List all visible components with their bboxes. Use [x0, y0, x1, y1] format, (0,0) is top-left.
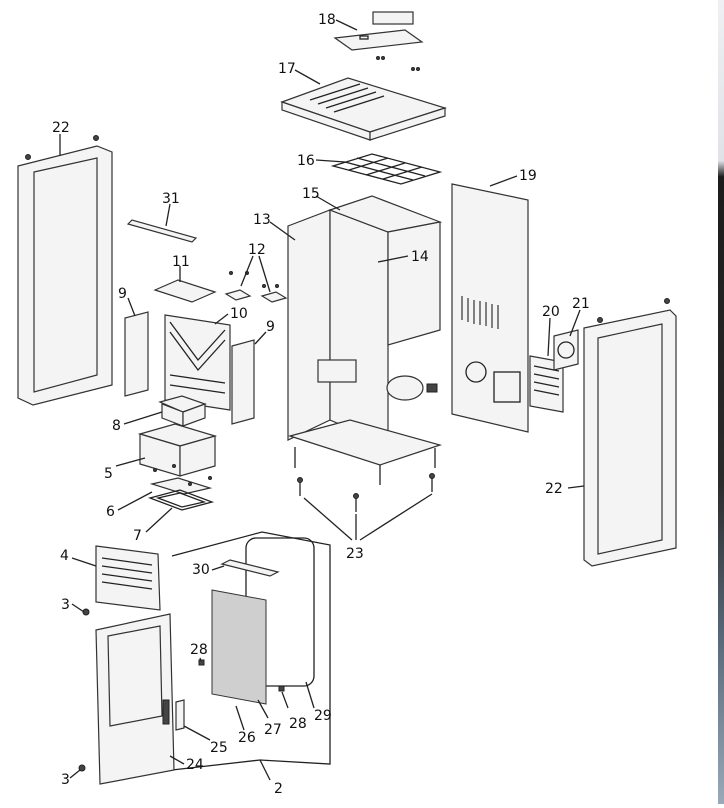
- part-4-front-grille: [95, 545, 161, 611]
- part-12-gaskets: [224, 271, 288, 303]
- callout-25: 25: [210, 740, 228, 756]
- callout-27: 27: [264, 722, 282, 738]
- callout-3-bottom: 3: [61, 772, 70, 788]
- part-23-screws: [297, 473, 435, 512]
- part-28-clips: [198, 659, 285, 692]
- callout-28-right: 28: [289, 716, 307, 732]
- part-6-plate: [149, 464, 213, 495]
- callout-18: 18: [318, 12, 336, 28]
- part-15-main-body: [287, 195, 443, 485]
- callout-14: 14: [411, 249, 429, 265]
- callout-4: 4: [60, 548, 69, 564]
- part-25-hinge: [175, 699, 185, 731]
- callout-5: 5: [104, 466, 113, 482]
- callout-6: 6: [106, 504, 115, 520]
- callout-31: 31: [162, 191, 180, 207]
- callout-19: 19: [519, 168, 537, 184]
- part-7-gasket: [147, 489, 215, 511]
- callout-2: 2: [274, 781, 283, 797]
- part-5-ash-box: [137, 423, 218, 477]
- part-3-screws: [78, 608, 90, 772]
- callout-12: 12: [248, 242, 266, 258]
- callout-20: 20: [542, 304, 560, 320]
- part-17-top-cover: [280, 77, 447, 141]
- callout-9-right: 9: [266, 319, 275, 335]
- callout-29: 29: [314, 708, 332, 724]
- callout-10: 10: [230, 306, 248, 322]
- background-window-edge: [718, 0, 724, 804]
- callout-labels: 18 17 22 16 15 19 31 13 12 14 11 9 10 9 …: [52, 12, 590, 797]
- part-31-bar: [126, 219, 198, 243]
- callout-3-top: 3: [61, 597, 70, 613]
- leader-lines: [59, 19, 585, 781]
- callout-7: 7: [133, 528, 142, 544]
- callout-9-left: 9: [118, 286, 127, 302]
- part-30-bracket: [220, 559, 280, 577]
- part-27-glass: [211, 589, 267, 705]
- part-10-back-wall: [164, 314, 231, 411]
- part-9-left-board: [124, 311, 149, 397]
- part-24-door: [95, 613, 175, 785]
- part-11-plate: [153, 279, 217, 303]
- callout-17: 17: [278, 61, 296, 77]
- callout-22-right: 22: [545, 481, 563, 497]
- callout-16: 16: [297, 153, 315, 169]
- part-16-grid: [330, 153, 443, 185]
- part-2-door-frame: [171, 531, 331, 771]
- part-9-right-board: [231, 339, 255, 425]
- callout-24: 24: [186, 757, 204, 773]
- callout-22-left: 22: [52, 120, 70, 136]
- callout-15: 15: [302, 186, 320, 202]
- part-19-back-panel: [451, 183, 529, 433]
- callout-11: 11: [172, 254, 190, 270]
- callout-21: 21: [572, 296, 590, 312]
- callout-28-left: 28: [190, 642, 208, 658]
- part-21-cover: [553, 329, 579, 371]
- part-22-left-side-panel: [17, 135, 113, 406]
- callout-30: 30: [192, 562, 210, 578]
- callout-8: 8: [112, 418, 121, 434]
- callout-26: 26: [238, 730, 256, 746]
- part-22-right-side-panel: [583, 298, 677, 567]
- callout-13: 13: [253, 212, 271, 228]
- callout-23: 23: [346, 546, 364, 562]
- part-18-control-panel: [333, 11, 424, 71]
